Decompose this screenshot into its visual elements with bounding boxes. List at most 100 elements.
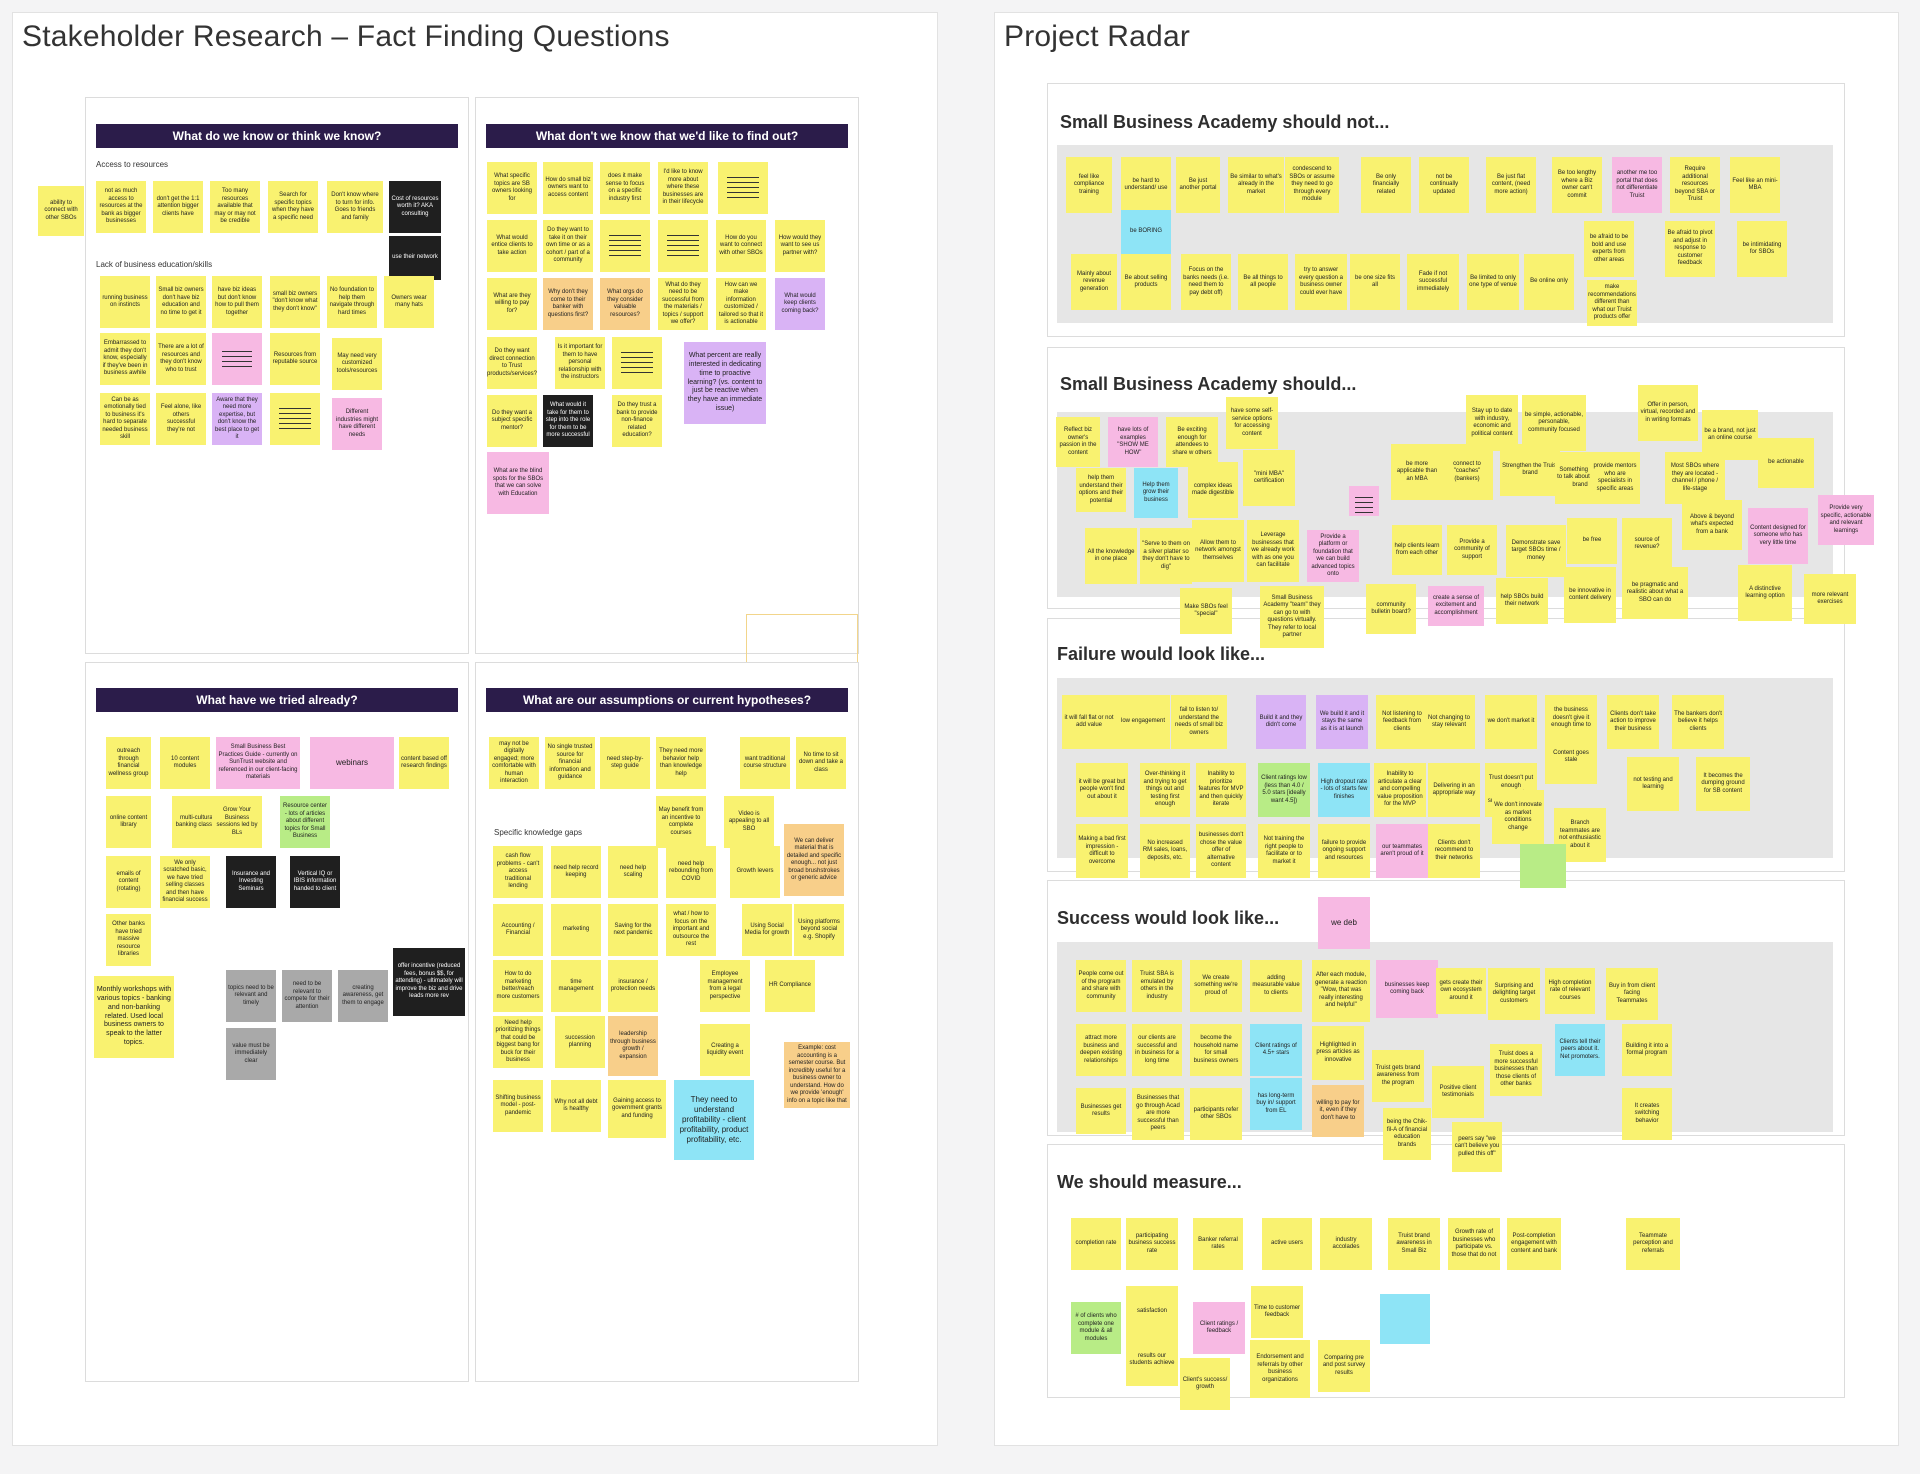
sticky-note[interactable]: succession planning [555, 1016, 605, 1068]
sticky-note[interactable]: We create something we're proud of [1190, 960, 1242, 1012]
sticky-note[interactable]: Truist gets brand awareness from the pro… [1372, 1050, 1424, 1102]
sticky-note[interactable]: Highlighted in press articles as innovat… [1312, 1026, 1364, 1080]
sticky-note[interactable]: Truist SBA is emulated by others in the … [1132, 960, 1182, 1012]
sticky-note[interactable]: Do they want a subject specific mentor? [487, 395, 537, 447]
sticky-note[interactable]: online content library [106, 796, 151, 848]
sticky-note[interactable]: Be limited to only one type of venue [1467, 254, 1519, 310]
sticky-note[interactable]: Provide a community of support [1447, 525, 1497, 575]
sticky-note[interactable]: Delivering in an appropriate way [1428, 763, 1480, 817]
sticky-note[interactable]: condescend to SBOs or assume they need t… [1285, 157, 1339, 213]
sticky-note[interactable]: Be all things to all people [1238, 254, 1288, 310]
sticky-note[interactable]: Resources from reputable source [270, 333, 320, 385]
sticky-note[interactable]: What specific topics are SB owners looki… [487, 162, 537, 214]
sticky-note[interactable]: feel like compliance training [1066, 157, 1112, 213]
sticky-note[interactable]: our teammates aren't proud of it [1376, 824, 1428, 878]
sticky-note[interactable]: Small Business Best Practices Guide - cu… [216, 737, 300, 789]
sticky-note[interactable]: What would keep clients coming back? [775, 278, 825, 330]
sticky-note-lined[interactable] [612, 337, 662, 389]
sticky-note[interactable]: Creating a liquidity event [700, 1024, 750, 1076]
sticky-note[interactable]: need help scaling [608, 846, 658, 898]
sticky-note[interactable]: Aware that they need more expertise, but… [212, 393, 262, 445]
sticky-note[interactable]: not be continually updated [1419, 157, 1469, 213]
sticky-note[interactable]: Fade if not successful immediately [1407, 254, 1459, 310]
sticky-note[interactable]: It creates switching behavior [1622, 1088, 1672, 1140]
sticky-note[interactable]: They need to understand profitability - … [674, 1080, 754, 1160]
sticky-note[interactable]: Client ratings / feedback [1193, 1302, 1245, 1354]
sticky-note[interactable]: We build it and it stays the same as it … [1316, 695, 1368, 749]
sticky-note[interactable]: Reflect biz owner's passion in the conte… [1056, 417, 1100, 467]
sticky-note[interactable]: Vertical IQ or IBIS information handed t… [290, 856, 340, 908]
sticky-note[interactable]: They need more behavior help than knowle… [656, 737, 706, 789]
sticky-note[interactable]: become the household name for small busi… [1190, 1024, 1242, 1076]
sticky-note[interactable]: help SBOs build their network [1496, 578, 1548, 624]
sticky-note[interactable]: be actionable [1758, 438, 1814, 488]
sticky-note[interactable]: Positive client testimonials [1432, 1066, 1484, 1118]
sticky-note-lined[interactable] [600, 220, 650, 272]
sticky-note[interactable]: create a sense of excitement and accompl… [1428, 586, 1484, 626]
sticky-note[interactable]: attract more business and deepen existin… [1076, 1024, 1126, 1076]
sticky-note[interactable]: may not be digitally engaged; more comfo… [489, 737, 539, 789]
sticky-note[interactable]: be pragmatic and realistic about what a … [1622, 567, 1688, 619]
sticky-note[interactable]: What are they willing to pay for? [487, 278, 537, 330]
sticky-note[interactable]: I'd like to know more about where these … [658, 162, 708, 214]
sticky-note[interactable]: creating awareness, get them to engage [338, 970, 388, 1022]
sticky-note[interactable]: How do small biz owners want to access c… [543, 162, 593, 214]
sticky-note[interactable]: Why don't they come to their banker with… [543, 278, 593, 330]
sticky-note[interactable]: Shifting business model - post-pandemic [493, 1080, 543, 1132]
sticky-note[interactable]: Don't know where to turn for info. Goes … [327, 181, 383, 233]
sticky-note[interactable]: use their network [389, 236, 441, 280]
sticky-note[interactable]: Mainly about revenue generation [1071, 254, 1117, 310]
sticky-note[interactable]: offer incentive (reduced fees, bonus $$,… [393, 948, 465, 1016]
sticky-note[interactable]: How to do marketing better/reach more cu… [493, 960, 543, 1012]
sticky-note[interactable]: participants refer other SBOs [1190, 1088, 1242, 1140]
sticky-note[interactable]: We only scratched basic, we have tried s… [160, 856, 210, 908]
sticky-note[interactable]: provide mentors who are specialists in s… [1590, 452, 1640, 504]
sticky-note[interactable]: emails of content (rotating) [106, 856, 151, 908]
sticky-note[interactable]: Truist brand awareness in Small Biz [1388, 1218, 1440, 1270]
sticky-note[interactable]: Cost of resources worth it? AKA consulti… [389, 181, 441, 233]
sticky-note[interactable]: make recommendations different than what… [1587, 280, 1637, 326]
sticky-note[interactable]: Time to customer feedback [1251, 1286, 1303, 1338]
sticky-note[interactable]: After each module, generate a reaction "… [1312, 960, 1370, 1022]
sticky-note[interactable]: Be just another portal [1176, 157, 1220, 213]
sticky-note[interactable]: Too many resources available that may or… [210, 181, 260, 233]
sticky-note[interactable]: be afraid to be bold and use experts fro… [1584, 221, 1634, 277]
sticky-note[interactable]: May benefit from an incentive to complet… [656, 796, 706, 848]
sticky-note[interactable]: Growth rate of businesses who participat… [1448, 1218, 1500, 1270]
sticky-note[interactable]: Content goes stale [1545, 730, 1597, 784]
sticky-note[interactable]: Using platforms beyond social e.g. Shopi… [794, 904, 844, 956]
sticky-note[interactable]: Be too lengthy where a Biz owner can't c… [1552, 157, 1602, 213]
sticky-note[interactable]: Video is appealing to all SBO [724, 796, 774, 848]
sticky-note[interactable]: Insurance and Investing Seminars [226, 856, 276, 908]
sticky-note[interactable]: What would entice clients to take action [487, 220, 537, 272]
sticky-note[interactable]: it will fall flat or not add value [1062, 695, 1116, 749]
sticky-note[interactable]: A distinctive learning option [1738, 565, 1792, 621]
sticky-note[interactable]: Be only financially related [1361, 157, 1411, 213]
sticky-note[interactable]: have biz ideas but don't know how to pul… [212, 276, 262, 328]
sticky-note[interactable]: it will be great but people won't find o… [1076, 763, 1128, 817]
sticky-note[interactable]: want traditional course structure [740, 737, 790, 789]
sticky-note[interactable]: What do they need to be successful from … [658, 278, 708, 330]
sticky-note[interactable]: Small biz owners don't have biz educatio… [156, 276, 206, 328]
sticky-note[interactable]: community bulletin board? [1366, 584, 1416, 634]
sticky-note[interactable]: Different industries might have differen… [332, 398, 382, 450]
sticky-note[interactable]: Most SBOs where they are located - chann… [1665, 452, 1725, 504]
sticky-note[interactable]: Clients tell their peers about it. Net p… [1555, 1024, 1605, 1076]
sticky-note[interactable]: No single trusted source for financial i… [545, 737, 595, 789]
sticky-note[interactable]: Small Business Academy "team" they can g… [1260, 586, 1324, 648]
sticky-note[interactable]: satisfaction [1126, 1286, 1178, 1338]
sticky-note[interactable]: Post-completion engagement with content … [1507, 1218, 1561, 1270]
sticky-note[interactable]: Inability to articulate a clear and comp… [1374, 763, 1426, 817]
sticky-note[interactable]: Grow Your Business sessions led by BLs [212, 796, 262, 848]
sticky-note[interactable]: Search for specific topics when they hav… [268, 181, 318, 233]
sticky-note[interactable]: Do they want direct connection to Trust … [487, 337, 537, 389]
sticky-note[interactable]: don't get the 1:1 attention bigger clien… [153, 181, 203, 233]
sticky-note[interactable]: Not training the right people to facilit… [1258, 824, 1310, 878]
sticky-note[interactable]: need to be relevant to compete for their… [282, 970, 332, 1022]
sticky-note[interactable]: Embarrassed to admit they don't know, es… [100, 333, 150, 385]
sticky-note[interactable]: gets create their own ecosystem around i… [1436, 968, 1486, 1014]
sticky-note[interactable]: small biz owners "don't know what they d… [270, 276, 320, 328]
sticky-note[interactable]: Can be as emotionally tied to business i… [100, 393, 150, 445]
sticky-note[interactable]: businesses don't chose the value offer o… [1196, 824, 1246, 878]
sticky-note[interactable]: Be exciting enough for attendees to shar… [1166, 417, 1218, 467]
